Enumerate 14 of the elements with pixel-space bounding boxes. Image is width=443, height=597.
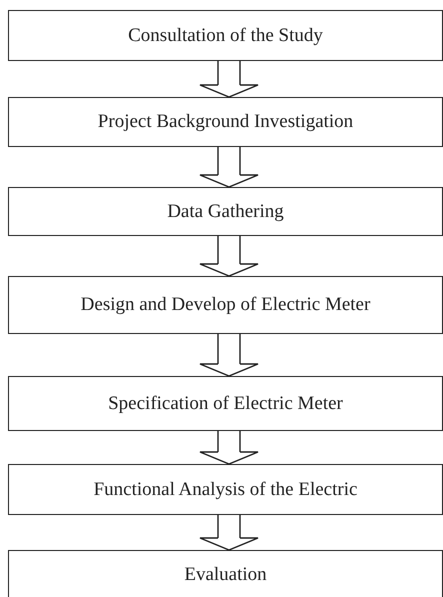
step-label: Data Gathering — [167, 200, 284, 222]
step-label: Project Background Investigation — [98, 111, 354, 133]
step-label: Consultation of the Study — [128, 24, 323, 46]
step-label: Specification of Electric Meter — [108, 392, 343, 414]
process-box — [8, 550, 443, 597]
step-label: Functional Analysis of the Electric — [94, 478, 358, 500]
process-box — [8, 187, 443, 236]
process-box — [8, 276, 443, 334]
process-box — [8, 97, 443, 147]
step-label: Evaluation — [184, 564, 267, 586]
process-box — [8, 10, 443, 61]
process-box — [8, 376, 443, 431]
step-label: Design and Develop of Electric Meter — [80, 294, 370, 316]
process-box — [8, 464, 443, 515]
